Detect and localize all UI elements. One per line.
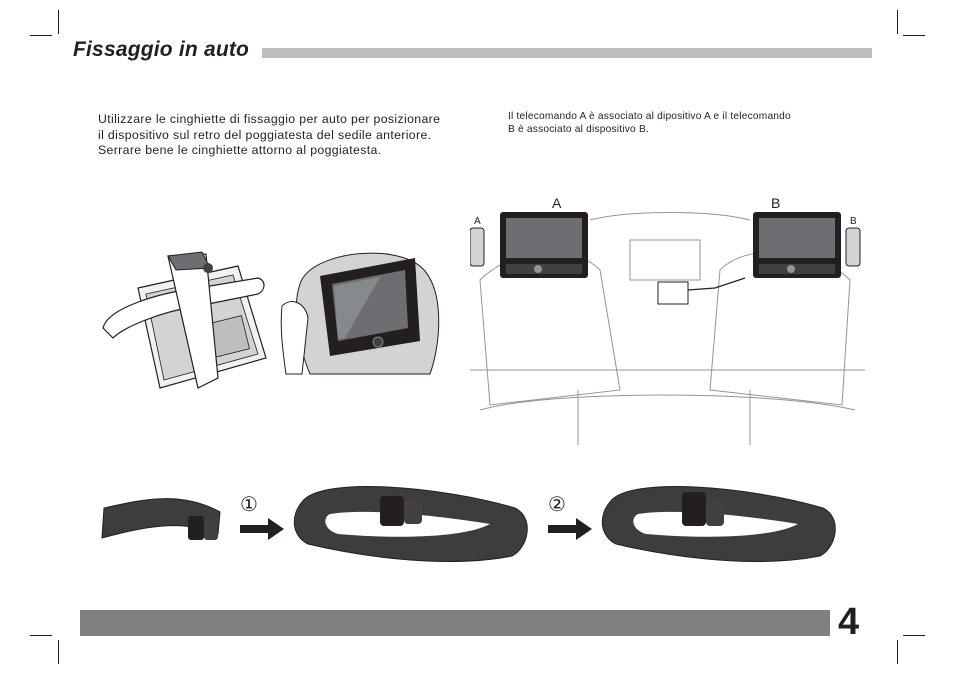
crop-mark-top-left-h xyxy=(30,35,52,36)
title-rule xyxy=(262,48,872,58)
crop-mark-top-right-v xyxy=(897,10,898,34)
footer-rule xyxy=(80,610,830,636)
step-2-arrow xyxy=(548,518,592,540)
remote-a xyxy=(470,227,485,267)
crop-mark-top-right-h xyxy=(903,35,925,36)
strap-step-1-illustration xyxy=(293,486,528,562)
screen-a xyxy=(500,212,588,278)
crop-mark-top-left-v xyxy=(58,10,59,34)
mounting-instructions: Utilizzare le cinghiette di fissaggio pe… xyxy=(98,112,441,157)
step-1-arrow xyxy=(240,518,284,540)
remote-b-label: B xyxy=(850,216,857,227)
headrest-mount-illustration xyxy=(280,246,455,376)
remote-b xyxy=(845,227,861,267)
crop-mark-bottom-left-v xyxy=(58,640,59,664)
page-number: 4 xyxy=(838,601,860,643)
page-title: Fissaggio in auto xyxy=(73,38,250,61)
strap-step-2-illustration xyxy=(601,486,836,562)
crop-mark-bottom-right-h xyxy=(903,635,925,636)
step-2-marker: ② xyxy=(548,494,566,516)
crop-mark-bottom-right-v xyxy=(897,640,898,664)
screen-b-label: B xyxy=(771,195,780,211)
remote-a-label: A xyxy=(474,216,481,227)
screen-a-label: A xyxy=(552,195,562,211)
crop-mark-bottom-left-h xyxy=(30,635,52,636)
car-interior-illustration: A B A B xyxy=(470,195,865,445)
screen-b xyxy=(753,212,841,278)
step-1-marker: ① xyxy=(240,494,258,516)
remote-pairing-note: Il telecomando A è associato al dipositi… xyxy=(508,111,791,135)
strap-step-0-illustration xyxy=(101,498,221,540)
device-strap-illustration xyxy=(102,251,267,389)
